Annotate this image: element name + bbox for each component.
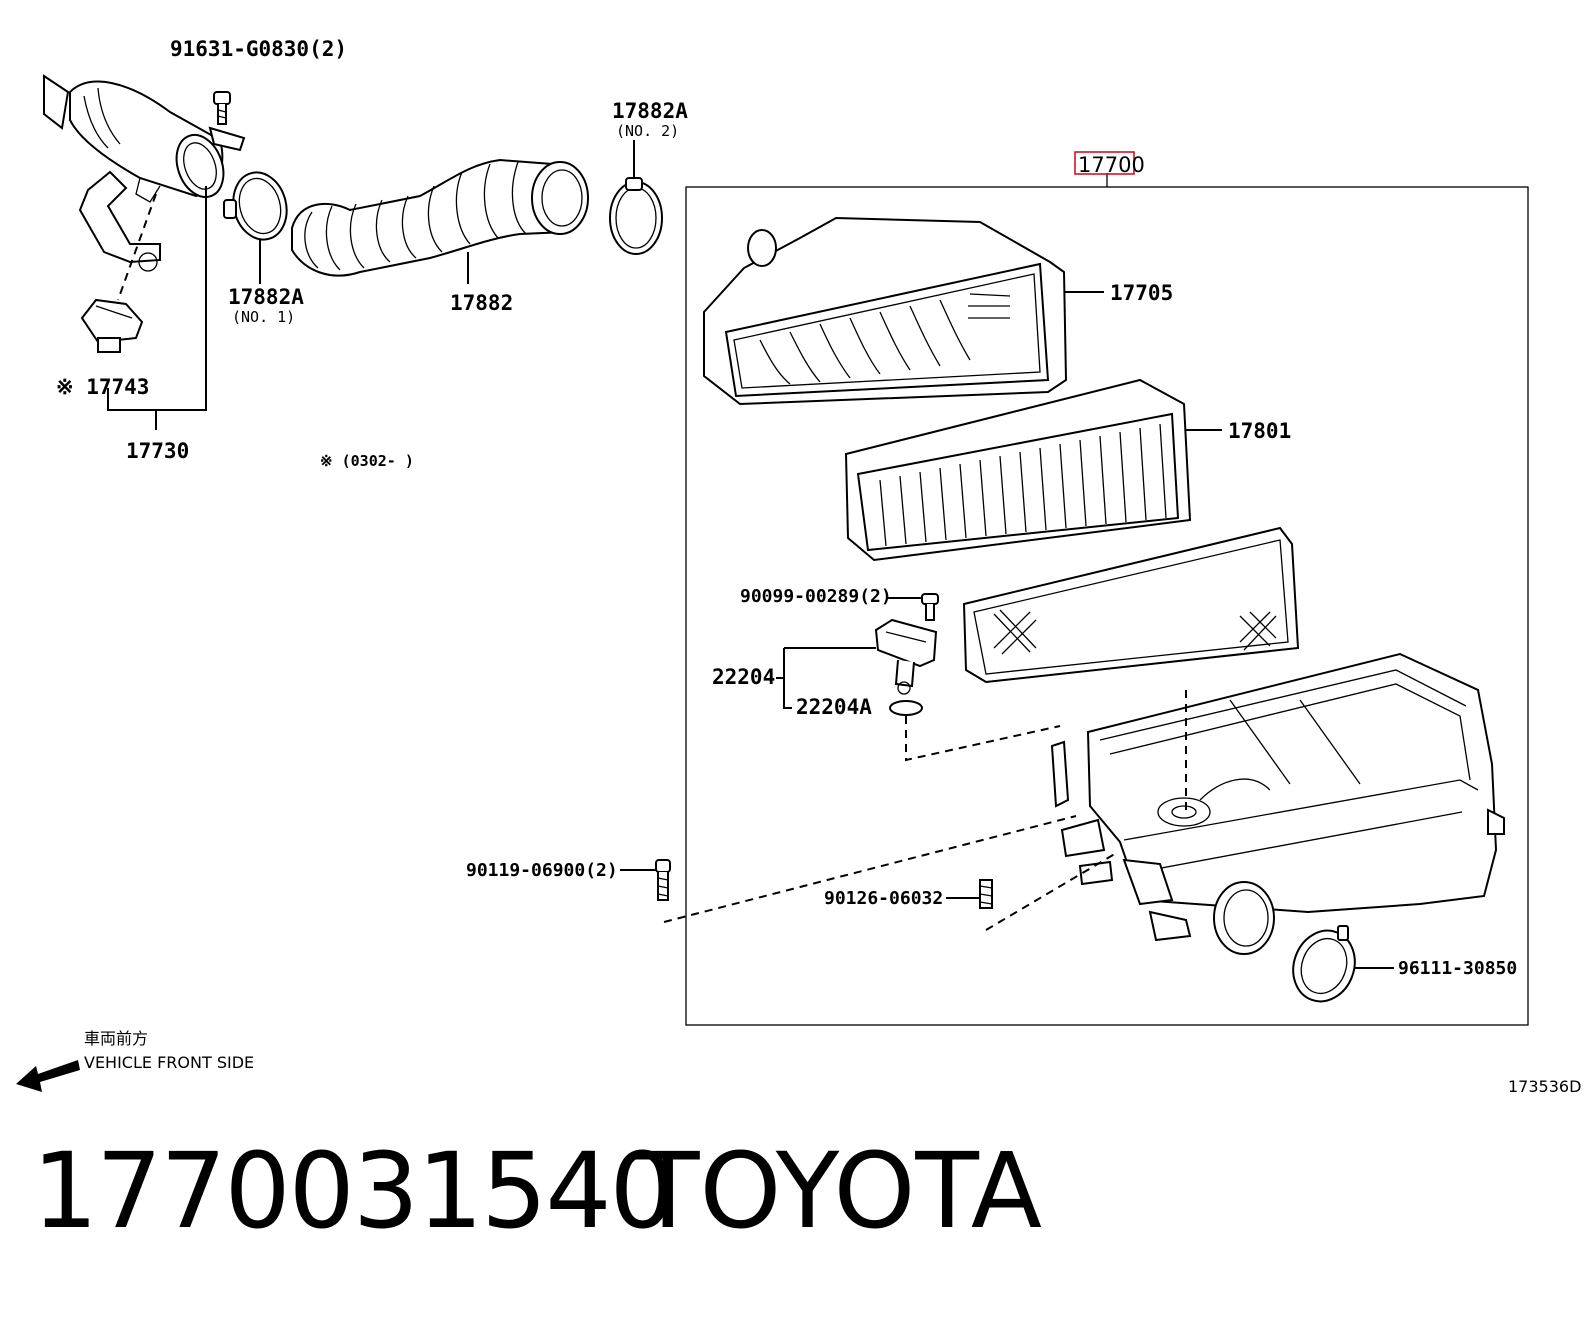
clamp-17882A-no2[interactable]	[609, 140, 663, 255]
filter-gasket-plate[interactable]	[962, 526, 1300, 684]
bolt-91631[interactable]	[213, 91, 231, 125]
vehicle-front-arrow-icon	[16, 1060, 80, 1092]
front-side-label-en: VEHICLE FRONT SIDE	[84, 1053, 254, 1072]
note-no1: (NO. 1)	[232, 308, 295, 326]
note-no2: (NO. 2)	[616, 122, 679, 140]
label-96111[interactable]: 96111-30850	[1398, 958, 1517, 979]
clamp-96111[interactable]	[1283, 922, 1394, 1010]
part-number-title: 1770031540	[32, 1130, 676, 1252]
label-17730[interactable]: 17730	[126, 439, 189, 463]
label-22204A[interactable]: 22204A	[796, 695, 872, 719]
label-17801[interactable]: 17801	[1228, 419, 1291, 443]
drawing-number: 173536D	[1508, 1077, 1581, 1096]
screw-90099[interactable]	[888, 593, 939, 621]
air-cleaner-cap-17705[interactable]	[703, 216, 1104, 406]
bracket-22204	[783, 648, 792, 709]
intake-hose-17882[interactable]	[291, 158, 589, 284]
label-17882[interactable]: 17882	[450, 291, 513, 315]
label-90099[interactable]: 90099-00289(2)	[740, 586, 892, 607]
sensor-cap-17743[interactable]	[80, 298, 144, 353]
clamp-17882A-no1[interactable]	[223, 166, 294, 284]
air-inlet-hose-17730[interactable]	[43, 74, 246, 301]
bolt-90119[interactable]	[620, 815, 1077, 923]
label-91631[interactable]: 91631-G0830(2)	[170, 37, 347, 61]
label-17700[interactable]: 17700	[1078, 153, 1145, 177]
label-17882A-no1[interactable]: 17882A	[228, 285, 304, 309]
brand-title: TOYOTA	[636, 1130, 1042, 1252]
note-0302: ※ (0302- )	[320, 452, 414, 470]
air-cleaner-case[interactable]	[1050, 652, 1505, 955]
label-17882A-no2[interactable]: 17882A	[612, 99, 688, 123]
label-90119[interactable]: 90119-06900(2)	[466, 860, 618, 881]
label-22204[interactable]: 22204	[712, 665, 775, 689]
label-17705[interactable]: 17705	[1110, 281, 1173, 305]
part-highlight-17700	[1074, 151, 1135, 175]
stud-90126[interactable]	[946, 851, 1119, 931]
air-filter-element-17801[interactable]	[844, 378, 1222, 562]
front-side-label-jp: 車両前方	[84, 1029, 148, 1048]
air-flow-meter-22204[interactable]	[784, 618, 938, 695]
o-ring-22204A[interactable]	[889, 700, 1061, 762]
label-90126[interactable]: 90126-06032	[824, 888, 943, 909]
label-17743[interactable]: ※ 17743	[56, 375, 149, 399]
